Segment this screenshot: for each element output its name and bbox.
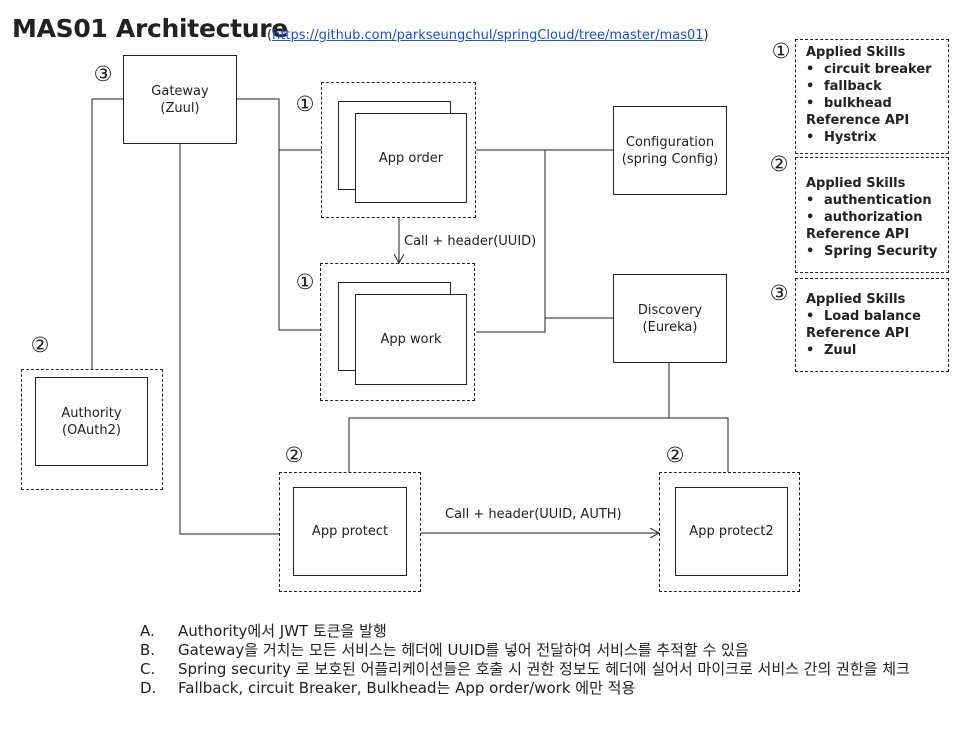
- edge-gateway-order: [237, 98, 322, 151]
- note-item: C. Spring security 로 보호된 어플리케이션들은 호출 시 권…: [140, 660, 940, 679]
- legend-marker-1: ①: [771, 39, 791, 63]
- legend-box-1: Applied Skills circuit breaker fallback …: [795, 39, 949, 154]
- link-open-paren: (: [267, 28, 273, 43]
- legend-1-api-title: Reference API: [806, 113, 910, 128]
- note-mark: C.: [140, 660, 156, 678]
- edge-discovery-protect2: [669, 417, 729, 472]
- marker-app-order: ①: [295, 92, 315, 116]
- page-title: MAS01 Architecture: [12, 14, 288, 43]
- gateway-node: Gateway (Zuul): [123, 55, 237, 144]
- authority-group: [21, 369, 163, 490]
- marker-app-work: ①: [295, 270, 315, 294]
- legend-1-api: Hystrix: [806, 129, 938, 146]
- legend-marker-2: ②: [769, 152, 789, 176]
- legend-2-skill: authorization: [806, 209, 938, 226]
- legend-2-skill: authentication: [806, 192, 938, 209]
- authority-node: Authority (OAuth2): [35, 377, 148, 466]
- legend-3-api: Zuul: [806, 342, 938, 359]
- legend-1-skill: fallback: [806, 78, 938, 95]
- note-mark: B.: [140, 641, 156, 659]
- app-order-node: App order: [355, 113, 467, 203]
- app-work-node: App work: [355, 294, 467, 385]
- app-work-group: [320, 263, 475, 401]
- app-protect-node: App protect: [293, 487, 407, 576]
- note-mark: D.: [140, 679, 157, 697]
- legend-1-skill: bulkhead: [806, 95, 938, 112]
- legend-box-2: Applied Skills authentication authorizat…: [795, 157, 949, 273]
- legend-3-skill: Load balance: [806, 308, 938, 325]
- note-text: Gateway을 거치는 모든 서비스는 헤더에 UUID를 넣어 전달하여 서…: [178, 641, 749, 659]
- edge-gateway-work: [278, 150, 322, 331]
- note-item: D. Fallback, circuit Breaker, Bulkhead는 …: [140, 679, 940, 698]
- edge-label-protect-protect2: Call + header(UUID, AUTH): [445, 507, 622, 522]
- legend-2-skills-title: Applied Skills: [806, 176, 906, 191]
- legend-1-skills-title: Applied Skills: [806, 45, 906, 60]
- note-text: Authority에서 JWT 토큰을 발행: [178, 622, 387, 640]
- app-protect2-node: App protect2: [675, 487, 788, 576]
- note-mark: A.: [140, 622, 155, 640]
- note-item: A. Authority에서 JWT 토큰을 발행: [140, 622, 940, 641]
- link-close-paren: ): [703, 28, 709, 43]
- note-item: B. Gateway을 거치는 모든 서비스는 헤더에 UUID를 넣어 전달하…: [140, 641, 940, 660]
- legend-3-skills-title: Applied Skills: [806, 292, 906, 307]
- marker-app-protect: ②: [284, 443, 304, 467]
- legend-2-api: Spring Security: [806, 243, 938, 260]
- app-protect2-group: [659, 472, 800, 592]
- note-text: Spring security 로 보호된 어플리케이션들은 호출 시 권한 정…: [178, 660, 910, 678]
- edge-gateway-authority: [91, 98, 123, 370]
- marker-app-protect2: ②: [665, 443, 685, 467]
- legend-box-3: Applied Skills Load balance Reference AP…: [795, 278, 949, 372]
- edge-work-discovery: [476, 317, 614, 333]
- note-text: Fallback, circuit Breaker, Bulkhead는 App…: [178, 679, 636, 697]
- marker-gateway: ③: [93, 62, 113, 86]
- notes-list: A. Authority에서 JWT 토큰을 발행 B. Gateway을 거치…: [140, 622, 940, 698]
- repo-link[interactable]: https://github.com/parkseungchul/springC…: [272, 28, 704, 43]
- edge-gateway-protect: [179, 144, 279, 535]
- legend-2-api-title: Reference API: [806, 227, 910, 242]
- legend-marker-3: ③: [769, 281, 789, 305]
- marker-authority: ②: [30, 333, 50, 357]
- app-order-group: [321, 82, 476, 218]
- discovery-node: Discovery (Eureka): [613, 274, 727, 363]
- legend-3-api-title: Reference API: [806, 326, 910, 341]
- app-protect-group: [279, 472, 421, 592]
- legend-1-skill: circuit breaker: [806, 61, 938, 78]
- repo-link-wrapper: (https://github.com/parkseungchul/spring…: [267, 28, 709, 43]
- edge-label-order-work: Call + header(UUID): [404, 234, 537, 249]
- configuration-node: Configuration (spring Config): [613, 106, 727, 195]
- edge-discovery-protects: [348, 362, 670, 472]
